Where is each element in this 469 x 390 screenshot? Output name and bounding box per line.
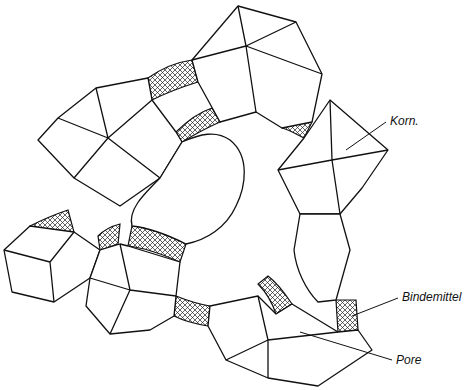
leader-line: [300, 122, 398, 360]
part-label: Pore: [395, 353, 422, 367]
part-label: Bindemittel: [401, 290, 462, 304]
part-label: Korn.: [389, 114, 420, 128]
grain: [4, 6, 388, 386]
